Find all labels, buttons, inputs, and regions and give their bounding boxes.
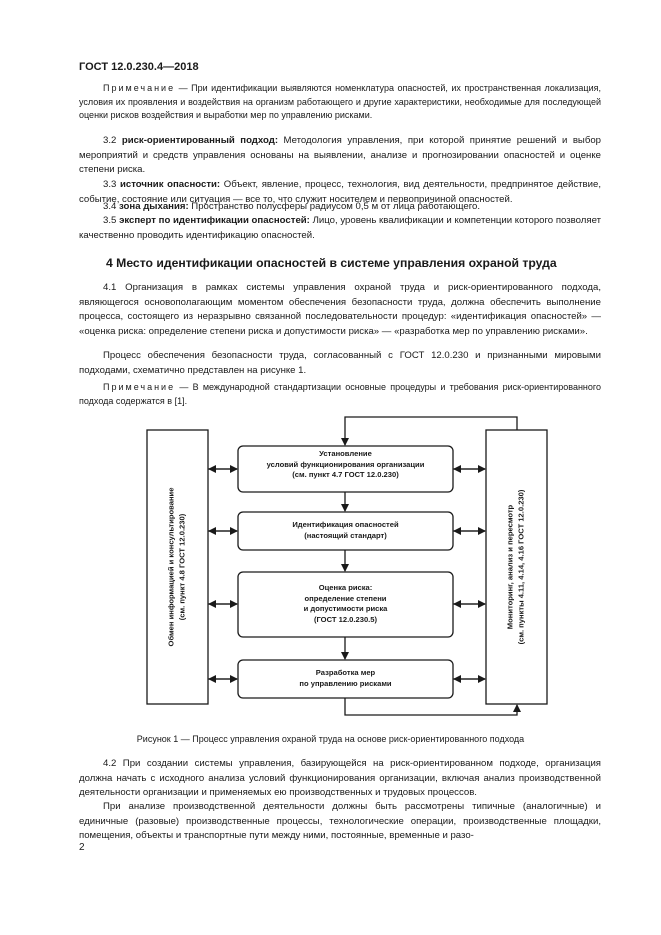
paragraph-4-1-b: Процесс обеспечения безопасности труда, …: [79, 350, 601, 376]
box-2-text: Идентификация опасностей (настоящий стан…: [238, 520, 453, 541]
term-name: эксперт по идентификации опасностей:: [119, 215, 310, 226]
box-1-line-1: Установление: [319, 449, 372, 458]
right-box-line-1: Мониторинг, анализ и пересмотр: [505, 504, 515, 630]
left-box-text: Обмен информацией и консультирование (см…: [167, 488, 188, 647]
figure-1-caption: Рисунок 1 — Процесс управления охраной т…: [136, 734, 525, 744]
term-num: 3.4: [103, 201, 117, 212]
section-4-heading: 4 Место идентификации опасностей в систе…: [106, 256, 557, 270]
note-1-text: — При идентификации выявляются номенклат…: [79, 83, 601, 121]
left-box-line-1: Обмен информацией и консультирование: [166, 487, 176, 647]
box-3-line-3: и допустимости риска: [303, 604, 388, 613]
page-header: ГОСТ 12.0.230.4—2018: [79, 61, 199, 73]
box-4-text: Разработка мер по управлению рисками: [238, 668, 453, 689]
term-def: Методология управления, при которой прин…: [79, 135, 601, 176]
right-box-line-2: (см. пункты 4.11, 4.14, 4.16 ГОСТ 12.0.2…: [516, 489, 525, 645]
page-number: 2: [79, 842, 85, 853]
box-2-line-2: (настоящий стандарт): [304, 530, 387, 540]
left-tall-box: [146, 429, 209, 705]
box-4-line-1: Разработка мер: [315, 668, 376, 677]
box-3-line-1: Оценка риска:: [318, 583, 373, 592]
note-1: Примечание — При идентификации выявляютс…: [79, 82, 601, 123]
right-box-text: Мониторинг, анализ и пересмотр (см. пунк…: [506, 490, 527, 645]
box-1-text: Установление условий функционирования ор…: [238, 449, 453, 481]
note-2-text: — В международной стандартизации основны…: [79, 382, 601, 406]
term-num: 3.2: [103, 135, 117, 146]
box-3-line-4: (ГОСТ 12.0.230.5): [313, 614, 378, 624]
note-2: Примечание — В международной стандартиза…: [79, 381, 601, 408]
term-def: Объект, явление, процесс, технология, ви…: [79, 179, 601, 205]
term-num: 3.5: [103, 215, 117, 226]
term-name: зона дыхания:: [119, 201, 189, 212]
term-3-4: 3.4 зона дыхания: Пространство полусферы…: [79, 200, 601, 215]
term-3-5: 3.5 эксперт по идентификации опасностей:…: [79, 214, 601, 243]
paragraph-4-2: 4.2 При создании системы управления, баз…: [79, 758, 601, 799]
box-3-text: Оценка риска: определение степени и допу…: [238, 583, 453, 625]
box-4-line-2: по управлению рисками: [299, 678, 392, 688]
left-box-line-2: (см. пункт 4.8 ГОСТ 12.0.230): [177, 513, 186, 621]
box-2-line-1: Идентификация опасностей: [292, 520, 399, 529]
box-1-line-3: (см. пункт 4.7 ГОСТ 12.0.230): [292, 470, 399, 479]
term-def: Пространство полусферы радиусом 0,5 м от…: [188, 201, 480, 212]
paragraph-4-2-b: При анализе производственной деятельност…: [79, 801, 601, 842]
box-3-line-2: определение степени: [304, 593, 387, 603]
term-name: риск-ориентированный подход:: [121, 135, 279, 146]
paragraph-4-1: 4.1 Организация в рамках системы управле…: [79, 282, 601, 337]
box-1-line-2: условий функционирования организации: [266, 459, 425, 469]
term-3-3: 3.3 источник опасности: Объект, явление,…: [79, 178, 601, 207]
note-2-label: Примечание: [103, 382, 176, 392]
note-1-label: Примечание: [103, 83, 176, 93]
term-name: источник опасности:: [120, 179, 221, 190]
term-num: 3.3: [103, 179, 117, 190]
term-3-2: 3.2 риск-ориентированный подход: Методол…: [79, 134, 601, 178]
term-def: Лицо, уровень квалификации и компетенции…: [79, 215, 601, 241]
